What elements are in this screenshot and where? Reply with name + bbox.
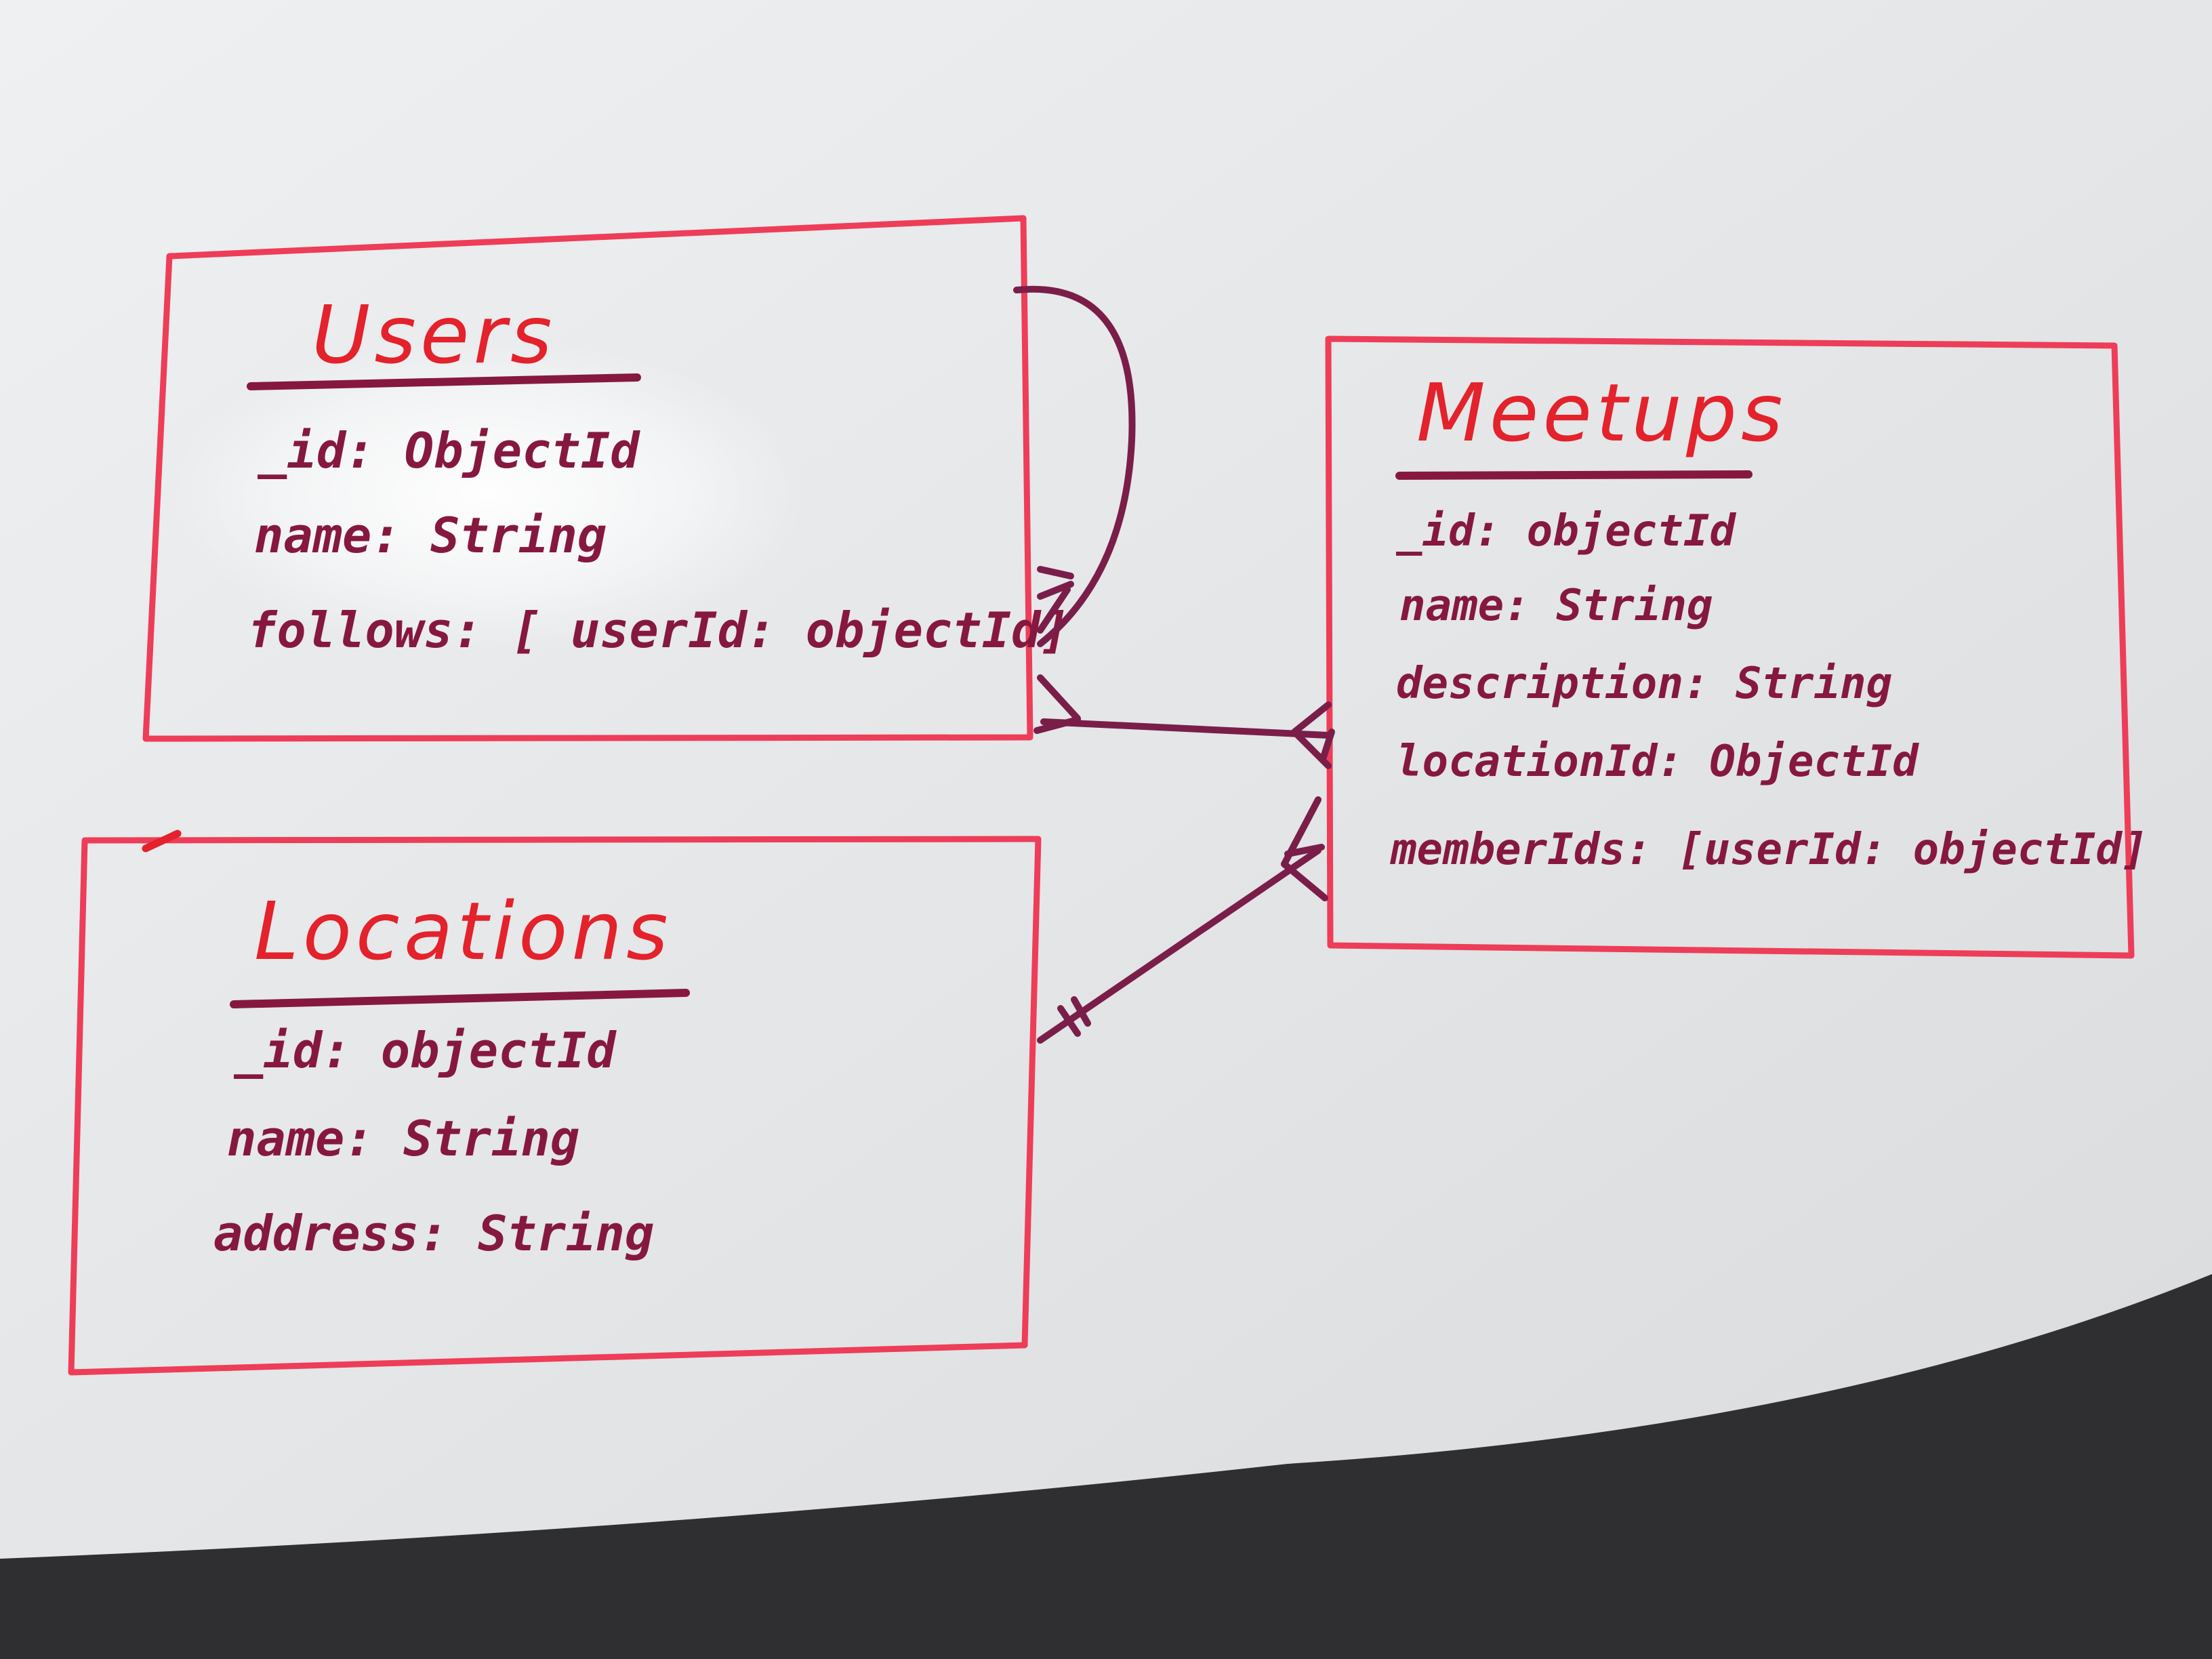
locations-field-name: name: String — [227, 1110, 579, 1167]
locations-meetups-relation-connector — [1037, 796, 1328, 1044]
locations-field-id: _id: objectId — [234, 1022, 617, 1079]
users-title: Users — [312, 288, 556, 382]
locations-entity-box — [68, 836, 1042, 1376]
locations-box-mark — [142, 830, 182, 853]
meetups-field-id: _id: objectId — [1396, 506, 1736, 556]
users-field-id: _id: ObjectId — [258, 422, 640, 479]
locations-title: Locations — [254, 884, 672, 978]
users-title-underline — [247, 373, 641, 390]
meetups-title: Meetups — [1416, 366, 1786, 459]
meetups-field-memberids: memberIds: [userId: objectId] — [1389, 825, 2148, 875]
locations-field-address: address: String — [213, 1205, 654, 1262]
users-field-name: name: String — [254, 507, 607, 564]
meetups-field-description: description: String — [1396, 659, 1892, 709]
meetups-title-underline — [1395, 470, 1753, 480]
meetups-field-name: name: String — [1399, 581, 1713, 631]
users-entity-box — [142, 215, 1033, 742]
users-meetups-relation-connector — [1033, 674, 1335, 769]
meetups-field-locationid: locationId: ObjectId — [1396, 737, 1919, 787]
locations-title-underline — [230, 989, 690, 1008]
light-glare — [169, 339, 806, 651]
users-self-relation-connector — [1013, 285, 1136, 647]
users-field-follows: follows: [ userId: objectId] — [247, 602, 1070, 659]
